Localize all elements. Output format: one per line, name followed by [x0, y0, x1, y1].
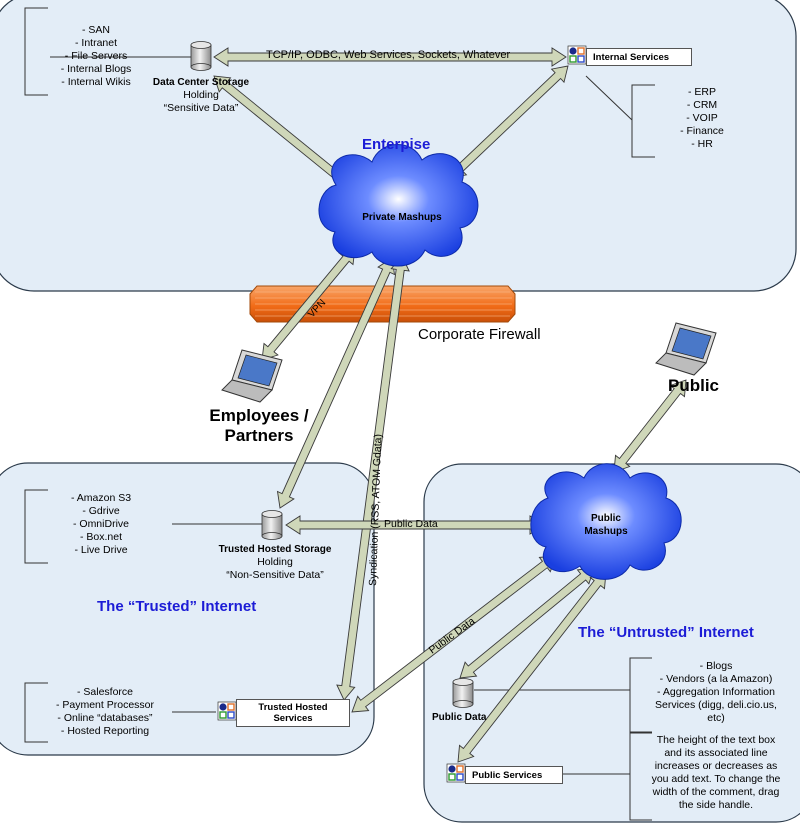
comment-line: increases or decreases as: [654, 760, 778, 772]
arrow-dc-internal: [213, 47, 567, 67]
list-item: - Vendors (a la Amazon): [659, 673, 773, 685]
arrow-private-trusted-storage: [276, 257, 396, 509]
list-item: - Internal Blogs: [60, 63, 132, 75]
list-item: - ERP: [687, 86, 716, 98]
public-services-box: Public Services: [465, 766, 563, 784]
trusted-services-line2: Services: [273, 713, 313, 724]
trusted-storage-list: - Amazon S3 - Gdrive - OmniDrive - Box.n…: [46, 492, 156, 557]
list-item: - Box.net: [79, 531, 123, 543]
list-item: - Salesforce: [76, 686, 134, 698]
enterprise-storage-list: - SAN - Intranet - File Servers - Intern…: [46, 24, 146, 89]
arrow-mashups-trusted-services: [351, 555, 557, 713]
public-mashups-label: Public Mashups: [566, 512, 646, 538]
private-mashups-cloud: [318, 144, 479, 267]
laptop-icon: [221, 349, 283, 403]
list-item: - HR: [691, 138, 713, 150]
database-icon: [452, 678, 474, 708]
trusted-storage-line3: “Non-Sensitive Data”: [226, 569, 324, 581]
list-item: - SAN: [81, 24, 110, 36]
list-item: - Aggregation Information: [657, 686, 775, 698]
internal-services-list: - ERP - CRM - VOIP - Finance - HR: [662, 86, 742, 151]
public-mashups-cloud: [530, 463, 682, 580]
arrow-mashups-public-services: [457, 571, 607, 763]
service-icon: [567, 45, 587, 65]
service-icon: [217, 701, 237, 721]
dc-storage-title: Data Center Storage: [152, 77, 250, 88]
list-item: - Hosted Reporting: [60, 725, 150, 737]
public-data-label: Public Data: [432, 712, 487, 723]
syndication-label: Syndication (RSS, ATOM Gdata): [367, 434, 384, 586]
list-item: - Blogs: [699, 660, 733, 672]
private-mashups-label: Private Mashups: [362, 212, 442, 223]
public-mashups-line2: Mashups: [584, 526, 628, 537]
comment-line: width of the comment, drag: [652, 786, 780, 798]
arrow-group: [213, 47, 687, 763]
trusted-services-line1: Trusted Hosted: [258, 702, 328, 713]
list-item: - CRM: [686, 99, 718, 111]
comment-box: The height of the text box and its assoc…: [634, 734, 798, 812]
laptop-icon: [655, 322, 717, 376]
list-item: - Gdrive: [82, 505, 120, 517]
comment-line: you add text. To change the: [651, 773, 781, 785]
public-mashups-line1: Public: [590, 513, 621, 524]
list-item: etc): [707, 712, 725, 724]
trusted-storage-title: Trusted Hosted Storage: [218, 544, 332, 555]
list-item: - Live Drive: [74, 544, 128, 556]
employees-line2: Partners: [224, 426, 294, 445]
service-icon: [446, 763, 466, 783]
trusted-services-list: - Salesforce - Payment Processor - Onlin…: [40, 686, 170, 738]
list-item: - File Servers: [64, 50, 128, 62]
employees-line1: Employees /: [209, 406, 309, 425]
trusted-services-box: Trusted Hosted Services: [236, 699, 350, 727]
list-item: - Finance: [680, 125, 724, 137]
list-connectors: [24, 7, 655, 821]
tcp-link-label: TCP/IP, ODBC, Web Services, Sockets, Wha…: [266, 49, 511, 61]
comment-line: and its associated line: [664, 747, 768, 759]
firewall-label: Corporate Firewall: [418, 326, 541, 343]
list-item: - VOIP: [686, 112, 718, 124]
public-label: Public: [668, 376, 720, 395]
untrusted-zone-title: The “Untrusted” Internet: [578, 624, 754, 641]
public-data-list: - Blogs - Vendors (a la Amazon) - Aggreg…: [636, 660, 796, 725]
public-data-link-label: Public Data: [384, 518, 438, 530]
trusted-storage-line2: Holding: [257, 556, 293, 568]
list-item: - OmniDrive: [72, 518, 129, 530]
list-item: - Internal Wikis: [61, 76, 131, 88]
enterprise-title: Enterpise: [362, 136, 431, 153]
list-item: - Amazon S3: [70, 492, 132, 504]
internal-services-box: Internal Services: [586, 48, 692, 66]
list-item: - Online “databases”: [57, 712, 153, 724]
database-icon: [261, 510, 283, 540]
corporate-firewall: [249, 285, 516, 323]
arrow-mashups-public-data: [459, 567, 595, 679]
comment-line: the side handle.: [678, 799, 754, 811]
list-item: - Payment Processor: [55, 699, 155, 711]
database-icon: [190, 41, 212, 71]
comment-line: The height of the text box: [656, 734, 776, 746]
list-item: - Intranet: [74, 37, 118, 49]
dc-storage-line2: Holding: [183, 89, 219, 101]
employees-label: Employees / Partners: [196, 406, 322, 446]
trusted-storage-label: Trusted Hosted Storage Holding “Non-Sens…: [200, 543, 350, 582]
dc-storage-label: Data Center Storage Holding “Sensitive D…: [138, 76, 264, 115]
dc-storage-line3: “Sensitive Data”: [163, 102, 239, 114]
trusted-zone-title: The “Trusted” Internet: [97, 598, 257, 615]
list-item: Services (digg, deli.cio.us,: [655, 699, 777, 711]
